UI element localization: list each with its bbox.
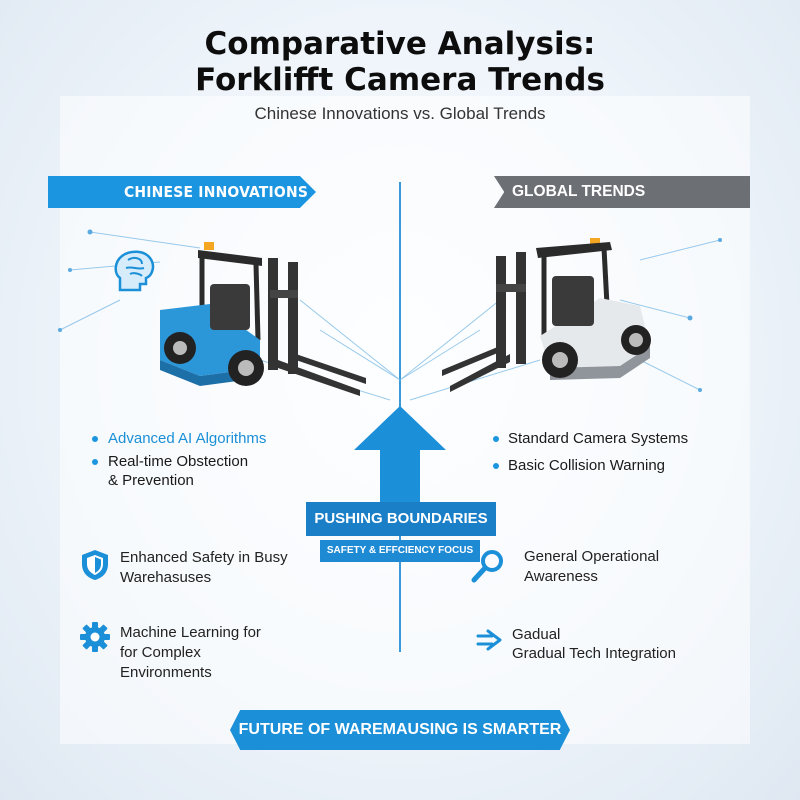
forklift-gray-illustration <box>442 238 651 392</box>
left-feature-2-line2: for Complex <box>120 644 201 661</box>
left-feature-1-line1: Enhanced Safety in Busy <box>120 549 288 566</box>
global-trends-banner: GLOBAL TRENDS <box>494 176 750 208</box>
page-subtitle: Chinese Innovations vs. Global Trends <box>254 104 546 123</box>
pushing-boundaries-banner: PUSHING BOUNDARIES <box>306 502 496 536</box>
page-title-line2: Forklifft Camera Trends <box>195 62 605 98</box>
left-bullet-2-cont: & Prevention <box>108 472 194 489</box>
magnifier-icon <box>471 550 503 583</box>
right-bullet-1: Standard Camera Systems <box>508 430 689 447</box>
gear-icon <box>80 622 110 652</box>
brain-icon <box>114 250 155 292</box>
bullet-dot <box>92 436 98 442</box>
up-arrow-icon <box>354 406 446 504</box>
bullet-dot <box>493 463 499 469</box>
safety-efficiency-badge: SAFETY & EFFCIENCY FOCUS <box>320 540 480 562</box>
right-feature-1-line1: General Operational <box>524 548 660 565</box>
left-feature-2-line3: Environments <box>120 664 212 681</box>
chinese-innovations-banner: CHINESE INNOVATIONS <box>48 176 316 208</box>
left-bullet-2: Real-time Obstection <box>108 453 249 470</box>
bullet-dot <box>493 436 499 442</box>
arrow-right-icon <box>476 629 502 651</box>
left-bullet-1: Advanced AI Algorithms <box>108 430 267 447</box>
bullet-dot <box>92 459 98 465</box>
left-feature-2-line1: Machine Learning for <box>120 624 261 641</box>
shield-icon <box>82 550 108 580</box>
forklift-blue-illustration <box>160 242 366 396</box>
footer-banner: FUTURE OF WAREMAUSING IS SMARTER <box>230 710 570 750</box>
left-feature-1-line2: Warehasuses <box>120 569 212 586</box>
right-feature-2-line2: Gradual Tech Integration <box>512 645 676 662</box>
right-feature-2-line1: Gadual <box>512 626 561 643</box>
right-bullet-2: Basic Collision Warning <box>508 457 666 474</box>
page-title-line1: Comparative Analysis: <box>204 26 596 62</box>
right-feature-1-line2: Awareness <box>524 568 598 585</box>
